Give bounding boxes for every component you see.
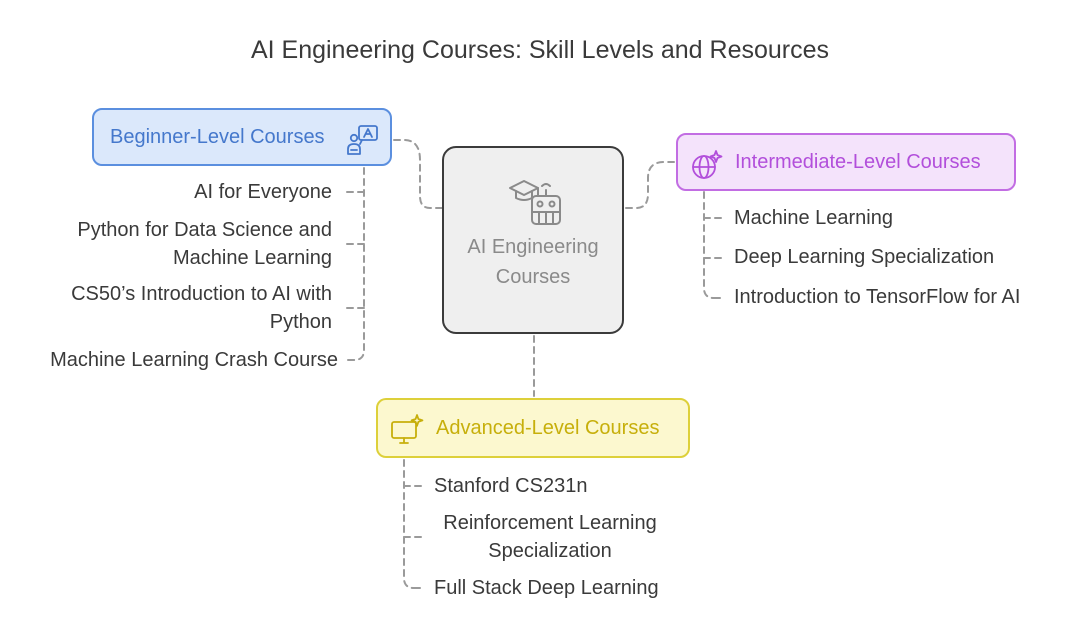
advanced-trunk [403, 459, 415, 589]
diagram-title: AI Engineering Courses: Skill Levels and… [250, 36, 830, 64]
beginner-item-1: AI for Everyone [194, 181, 332, 203]
ai-engineering-courses-node: AI Engineering Courses [442, 146, 624, 334]
beginner-item-2: Python for Data Science and Machine Lear… [77, 219, 332, 269]
person-speaking-icon [346, 124, 380, 161]
advanced-item-3: Full Stack Deep Learning [434, 577, 659, 599]
beginner-item-4: Machine Learning Crash Course [50, 349, 338, 371]
beginner-trunk [353, 167, 365, 361]
sparkle-monitor-icon [390, 414, 424, 451]
intermediate-item-1: Machine Learning [734, 207, 893, 229]
graduation-cap-robot-icon [506, 174, 562, 231]
intermediate-item-2: Deep Learning Specialization [734, 246, 995, 268]
intermediate-courses-label: Intermediate-Level Courses [735, 151, 981, 173]
intermediate-trunk [703, 191, 715, 299]
connector-center-beginner [393, 139, 443, 209]
center-label: AI Engineering Courses [467, 236, 599, 288]
advanced-courses-label: Advanced-Level Courses [436, 417, 660, 439]
beginner-item-3: CS50’s Introduction to AI with Python [71, 283, 332, 333]
sparkle-globe-icon [690, 149, 724, 186]
advanced-item-2: Reinforcement Learning Specialization [443, 512, 657, 562]
advanced-courses-node: Advanced-Level Courses [376, 398, 690, 458]
connector-center-intermediate [625, 161, 675, 209]
advanced-item-1: Stanford CS231n [434, 475, 588, 497]
intermediate-item-3: Introduction to TensorFlow for AI [734, 286, 1021, 308]
intermediate-courses-node: Intermediate-Level Courses [676, 133, 1016, 191]
beginner-courses-node: Beginner-Level Courses [92, 108, 392, 166]
beginner-courses-label: Beginner-Level Courses [110, 126, 325, 148]
